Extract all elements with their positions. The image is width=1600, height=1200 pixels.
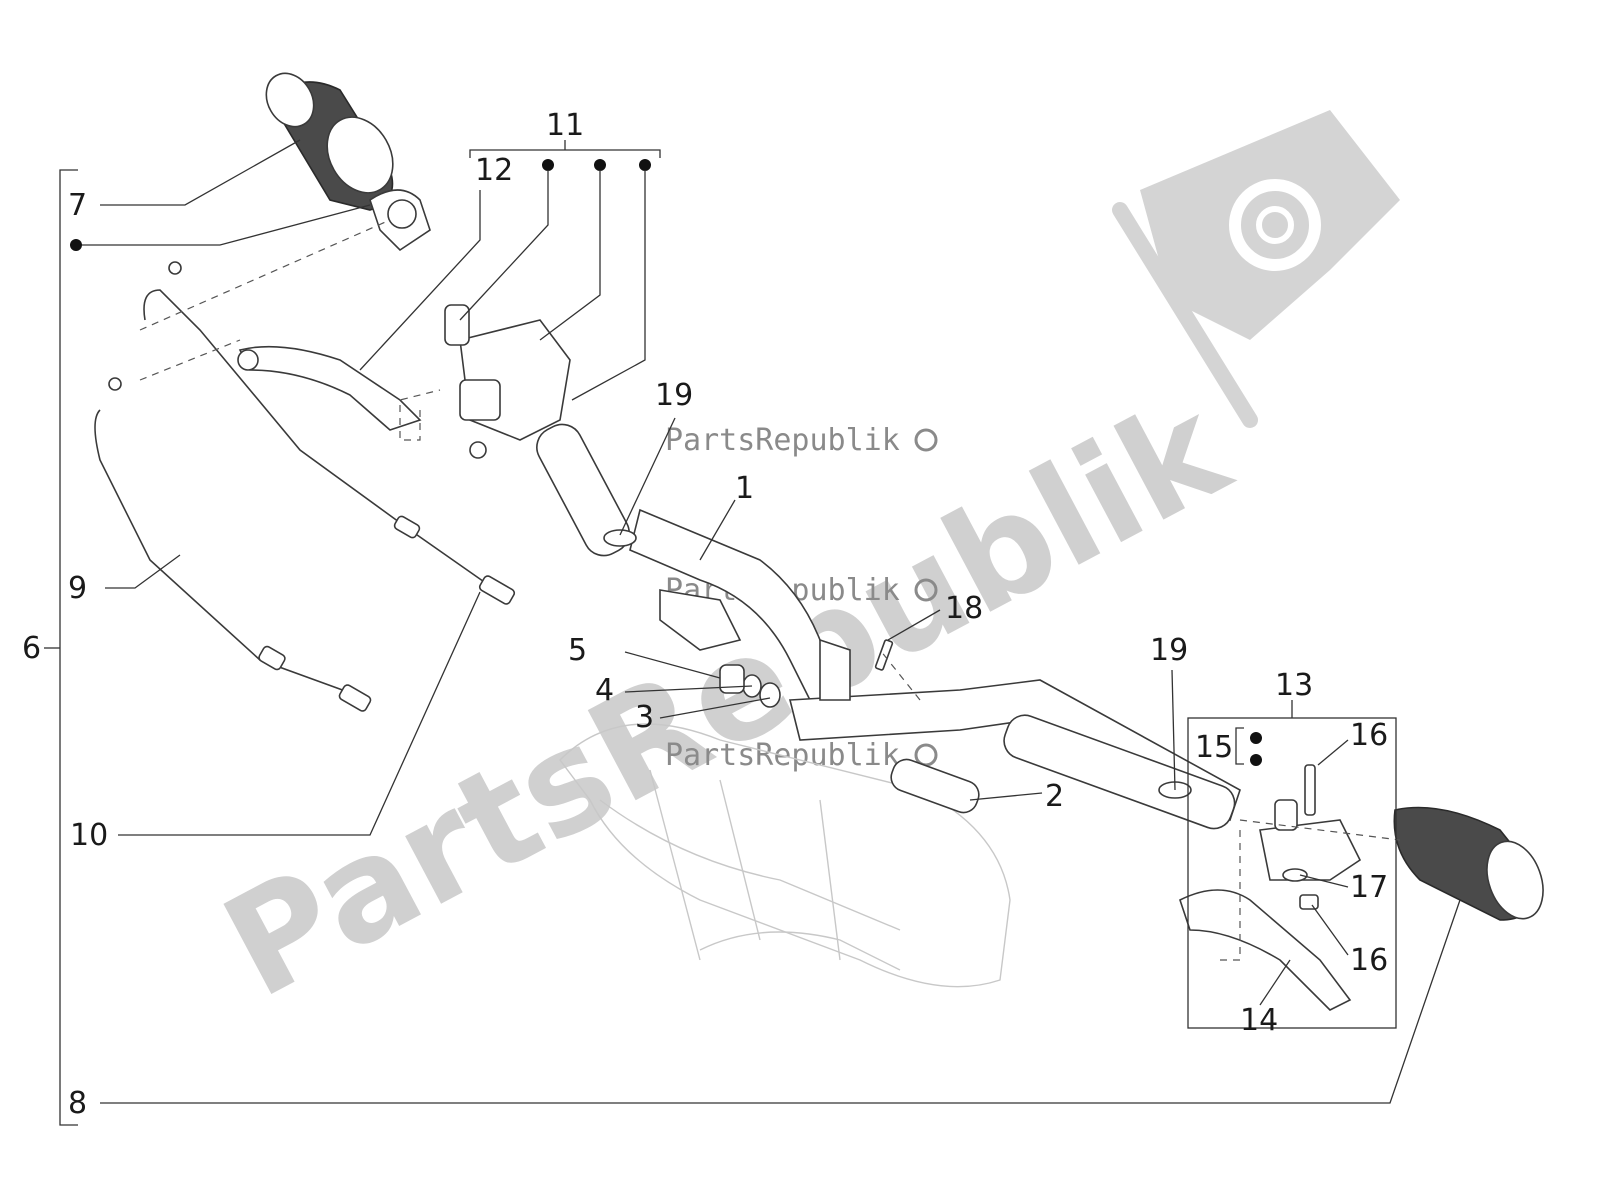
callout-14: 14 (1240, 1003, 1278, 1038)
handlebar (536, 423, 1241, 830)
callout-4: 4 (595, 673, 614, 708)
bracket-11 (469, 140, 661, 158)
throttle-cable-10 (143, 261, 516, 605)
leader-lines (82, 139, 1461, 1104)
watermark-gear-flag-icon (1112, 110, 1400, 428)
right-lever-14 (1179, 889, 1352, 1011)
clip-19a (603, 529, 637, 547)
callout-19-right: 19 (1150, 633, 1188, 668)
spring-17 (1282, 868, 1308, 882)
callout-13: 13 (1275, 668, 1313, 703)
callout-7: 7 (68, 188, 87, 223)
left-grip (265, 72, 394, 211)
bracket-15 (1235, 727, 1244, 765)
bushing-5 (719, 664, 745, 694)
bullet-dots (70, 159, 1262, 766)
callout-11: 11 (546, 108, 584, 143)
callout-19-left: 19 (655, 378, 693, 413)
nut-16b (1299, 894, 1319, 910)
callout-5: 5 (568, 633, 587, 668)
callout-12: 12 (475, 153, 513, 188)
callout-labels: 1 2 3 4 5 6 7 8 9 10 11 12 13 14 15 16 1… (22, 108, 1388, 1121)
watermark-small-gear-icon-2 (914, 578, 938, 602)
callout-17: 17 (1350, 870, 1388, 905)
watermark-small-gear-icon-3 (914, 743, 938, 767)
assembly-dashed-lines (139, 219, 1401, 961)
callout-16-bottom: 16 (1350, 943, 1388, 978)
throttle-housing (369, 189, 431, 252)
right-grip (1393, 806, 1544, 921)
callout-6: 6 (22, 631, 41, 666)
callout-15: 15 (1195, 730, 1233, 765)
callout-16-top: 16 (1350, 718, 1388, 753)
washer-3 (759, 682, 781, 708)
brake-lever-12 (237, 345, 422, 431)
callout-2: 2 (1045, 779, 1064, 814)
callout-18: 18 (945, 591, 983, 626)
master-cylinder (444, 304, 571, 459)
callout-3: 3 (635, 700, 654, 735)
screw-16a (1304, 764, 1316, 816)
box-13 (1187, 700, 1397, 1029)
watermark-small-text-1: PartsRepublik (665, 423, 900, 458)
callout-1: 1 (735, 471, 754, 506)
watermark-small-gear-icon-1 (914, 428, 938, 452)
handlebar-tube-2 (890, 758, 980, 814)
callout-8: 8 (68, 1086, 87, 1121)
scooter-frame-ghost (559, 723, 1011, 988)
bracket-6 (44, 169, 78, 1126)
right-lever-clamp (1259, 799, 1362, 881)
callout-9: 9 (68, 571, 87, 606)
callout-10: 10 (70, 818, 108, 853)
throttle-cable-9 (94, 377, 372, 712)
